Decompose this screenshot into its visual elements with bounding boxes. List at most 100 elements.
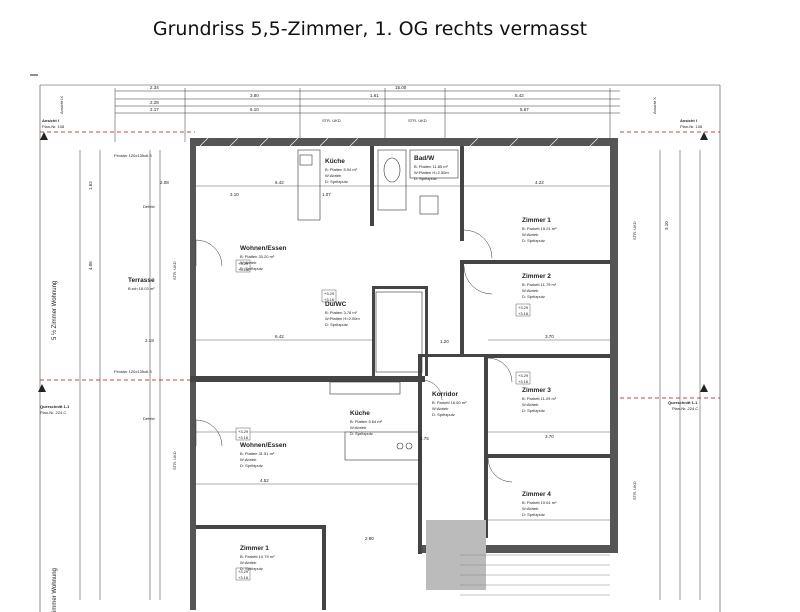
room-spec: B: Parkett 15.21 m² — [522, 226, 557, 231]
room-spec: D: Spritzputz — [240, 463, 263, 468]
svg-text:5.42: 5.42 — [515, 93, 524, 98]
svg-text:1.61: 1.61 — [370, 93, 379, 98]
svg-text:1.62: 1.62 — [88, 181, 93, 190]
room-spec: D: Spritzputz — [522, 238, 545, 243]
room-spec: D: Spritzputz — [522, 294, 545, 299]
svg-text:2.90: 2.90 — [365, 536, 374, 541]
svg-text:1.07: 1.07 — [322, 192, 331, 197]
interior-walls — [190, 146, 610, 610]
room-name: Terrasse — [128, 277, 155, 284]
room-spec: B: Platten 31.51 m² — [240, 451, 275, 456]
room-spec: B: Parkett 11.79 m² — [522, 282, 557, 287]
room-spec: D: Spritzputz — [240, 266, 263, 271]
svg-text:Plan-Nr. 224 C: Plan-Nr. 224 C — [672, 406, 698, 411]
room-spec: W:Abrieb — [522, 232, 539, 237]
svg-text:4.52: 4.52 — [260, 478, 269, 483]
room-spec: D: Spritzputz — [432, 412, 455, 417]
plan-title: Grundriss 5,5-Zimmer, 1. OG rechts verma… — [152, 18, 588, 40]
room-spec: D: Spritzputz — [325, 322, 348, 327]
svg-text:2.19: 2.19 — [145, 338, 154, 343]
svg-text:2.75: 2.75 — [420, 436, 429, 441]
svg-text:STR. UKD: STR. UKD — [632, 221, 637, 240]
svg-text:Fenster 120x135x6.3: Fenster 120x135x6.3 — [114, 153, 152, 158]
svg-text:2.08: 2.08 — [160, 180, 169, 185]
svg-text:STR. UKD: STR. UKD — [408, 118, 427, 123]
svg-text:Plan-Nr. 108: Plan-Nr. 108 — [680, 124, 703, 129]
svg-text:STR. UKD: STR. UKD — [172, 451, 177, 470]
room-spec: B: Platten 5.64 m² — [350, 419, 383, 424]
svg-text:3.70: 3.70 — [545, 334, 554, 339]
svg-text:Defekt: Defekt — [143, 204, 155, 209]
svg-text:+3.16: +3.16 — [238, 435, 249, 440]
room-label-bad: Bad/W B: Platten 11.85 m²W:Platten H=2.50… — [414, 155, 449, 181]
room-spec: W:Abrieb — [522, 506, 539, 511]
room-name: Zimmer 3 — [522, 387, 551, 394]
room-name: Küche — [350, 410, 370, 417]
svg-text:6.42: 6.42 — [275, 180, 284, 185]
svg-text:5.67: 5.67 — [520, 107, 529, 112]
svg-text:3.80: 3.80 — [250, 93, 259, 98]
svg-text:1.20: 1.20 — [440, 339, 449, 344]
room-spec: W:Abrieb — [240, 260, 257, 265]
exterior-walls — [190, 138, 618, 610]
svg-text:+3.16: +3.16 — [518, 379, 529, 384]
svg-text:Ansicht I: Ansicht I — [42, 118, 59, 123]
room-spec: D: Spritzputz — [522, 408, 545, 413]
room-spec: B: Parkett 10.79 m² — [240, 554, 275, 559]
svg-text:+3.16: +3.16 — [238, 575, 249, 580]
svg-text:15.00: 15.00 — [395, 85, 407, 90]
room-name: Wohnen/Essen — [240, 442, 287, 449]
svg-text:+3.29: +3.29 — [518, 373, 529, 378]
room-spec: B: Platten 11.85 m² — [414, 164, 449, 169]
room-spec: D: Spritzputz — [522, 512, 545, 517]
svg-text:Querschnitt 1-1: Querschnitt 1-1 — [668, 400, 698, 405]
room-name: Korridor — [432, 391, 458, 398]
side-label-wohnung-bottom: immer Wohnung — [52, 568, 58, 612]
room-spec: W:Platten H=2.50m — [414, 170, 449, 175]
room-spec: B: Parkett 10.61 m² — [522, 500, 557, 505]
room-spec: B: Platten 5.94 m² — [325, 167, 358, 172]
room-spec: W:Abrieb — [240, 560, 257, 565]
top-dimension-lines — [114, 88, 620, 142]
svg-text:+3.16: +3.16 — [324, 297, 335, 302]
svg-text:STR. UKD: STR. UKD — [172, 261, 177, 280]
side-label-wohnung: 5 ½ Zimmer Wohnung — [51, 281, 58, 340]
room-name: Zimmer 2 — [522, 273, 551, 280]
room-spec: B: Platten 33.20 m² — [240, 254, 275, 259]
room-spec: B:roh 18.03 m² — [128, 286, 155, 291]
svg-text:6.10: 6.10 — [250, 107, 259, 112]
room-name: Zimmer 4 — [522, 491, 551, 498]
svg-text:Ansicht I: Ansicht I — [680, 118, 697, 123]
room-name: Bad/W — [414, 155, 435, 162]
svg-text:Fenster 120x135x6.3: Fenster 120x135x6.3 — [114, 369, 152, 374]
svg-text:Querschnitt 1-1: Querschnitt 1-1 — [40, 404, 70, 409]
svg-text:Defekt: Defekt — [143, 416, 155, 421]
svg-text:2.28: 2.28 — [150, 100, 159, 105]
svg-text:4.22: 4.22 — [535, 180, 544, 185]
room-spec: W:Abrieb — [350, 425, 367, 430]
room-name: Du/WC — [325, 301, 347, 308]
svg-text:+3.16: +3.16 — [238, 267, 249, 272]
svg-text:STR. UKD: STR. UKD — [322, 118, 341, 123]
room-spec: D: Spritzputz — [325, 179, 348, 184]
svg-text:3.10: 3.10 — [230, 192, 239, 197]
room-spec: W:Platten H=2.00m — [325, 316, 360, 321]
svg-text:+3.29: +3.29 — [324, 291, 335, 296]
svg-text:Plan-Nr. 108: Plan-Nr. 108 — [42, 124, 65, 129]
svg-text:2.34: 2.34 — [150, 85, 159, 90]
room-name: Küche — [325, 158, 345, 165]
svg-text:+3.29: +3.29 — [238, 569, 249, 574]
svg-text:+3.29: +3.29 — [518, 305, 529, 310]
svg-text:2.17: 2.17 — [150, 107, 159, 112]
svg-text:Plan-Nr. 224 C: Plan-Nr. 224 C — [40, 410, 66, 415]
room-spec: W:Abrieb — [522, 402, 539, 407]
